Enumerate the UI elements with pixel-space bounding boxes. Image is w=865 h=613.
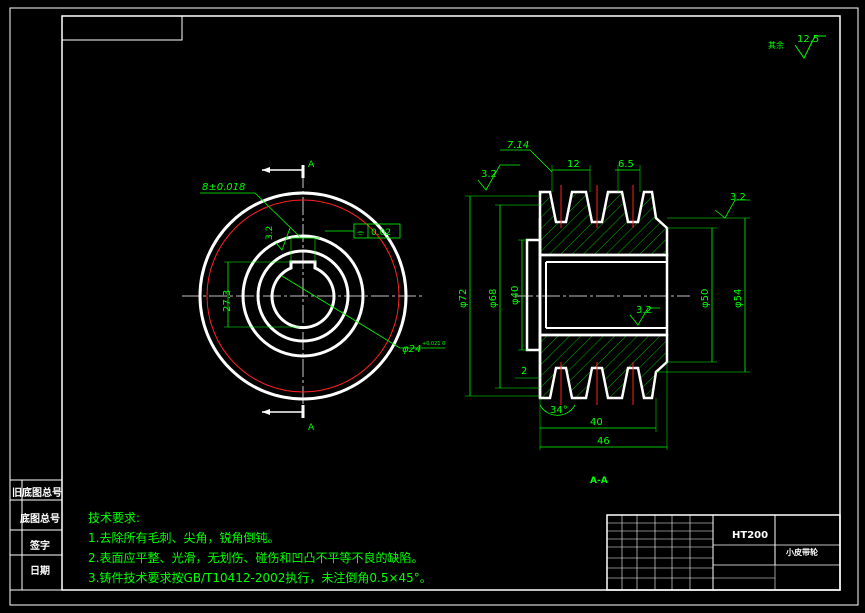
tech-requirement-item-1: 1.去除所有毛刺、尖角，锐角倒钝。 <box>88 531 280 545</box>
dia-54: φ54 <box>733 289 744 308</box>
roughness-symbol-other: 其余 12.5 <box>768 34 826 59</box>
left-strip-label-old-drawing-no: 旧底图总号 <box>12 488 62 499</box>
dim-bore-tol: +0.021 0 <box>422 341 445 347</box>
title-part-name: 小皮带轮 <box>785 547 818 557</box>
dim-bore: φ24 <box>402 344 421 355</box>
dia-68: φ68 <box>488 289 499 308</box>
tech-requirements: 技术要求: 1.去除所有毛刺、尖角，锐角倒钝。 2.表面应平整、光滑，无划伤、碰… <box>88 508 432 588</box>
left-strip <box>9 479 63 591</box>
section-mark-bottom: A <box>308 423 315 433</box>
inner-frame <box>61 15 841 591</box>
left-strip-label-drawing-no: 底图总号 <box>20 514 60 525</box>
roughness-outer: 3.2 <box>481 169 497 180</box>
dim-pitch: 12 <box>567 159 580 170</box>
section-label: A-A <box>590 476 608 486</box>
tech-requirement-item-3: 3.铸件技术要求按GB/T10412-2002执行，未注倒角0.5×45°。 <box>88 571 432 585</box>
section-view: 7.14 12 6.5 3.2 3.2 3.2 φ72 φ68 φ40 <box>458 140 750 486</box>
front-view: A A 8±0.018 3.2 ⌯ 0.02 27.3 φ24 +0.021 0 <box>182 160 445 433</box>
roughness-right: 3.2 <box>730 192 746 203</box>
dim-keyway-depth: 27.3 <box>222 290 233 312</box>
section-mark-top: A <box>308 160 315 170</box>
dim-top-offset: 7.14 <box>507 140 529 151</box>
title-block: HT200 小皮带轮 <box>606 514 841 591</box>
dim-chamfer: 2 <box>521 366 527 377</box>
roughness-bore: 3.2 <box>636 305 652 316</box>
svg-text:⌯: ⌯ <box>357 228 365 238</box>
dim-40: 40 <box>590 417 603 428</box>
dia-72: φ72 <box>458 289 469 308</box>
dim-groove: 6.5 <box>618 159 634 170</box>
top-left-box <box>61 15 183 41</box>
tech-requirements-title: 技术要求: <box>88 511 141 525</box>
outer-frame <box>9 7 859 606</box>
tech-requirement-item-2: 2.表面应平整、光滑，无划伤、碰伤和凹凸不平等不良的缺陷。 <box>88 551 424 565</box>
roughness-other-prefix: 其余 <box>768 40 784 50</box>
left-strip-label-date: 日期 <box>30 566 50 577</box>
dim-keyway-width: 8±0.018 <box>202 182 245 193</box>
dim-46: 46 <box>597 436 610 447</box>
symmetry-tolerance-value: 0.02 <box>371 228 391 238</box>
roughness-keyway: 3.2 <box>265 226 275 240</box>
left-strip-label-signature: 签字 <box>30 541 50 552</box>
roughness-other-value: 12.5 <box>797 34 819 45</box>
dim-angle: 34° <box>550 405 568 416</box>
title-material: HT200 <box>732 530 768 541</box>
dia-40: φ40 <box>510 286 521 305</box>
dia-50: φ50 <box>700 289 711 308</box>
